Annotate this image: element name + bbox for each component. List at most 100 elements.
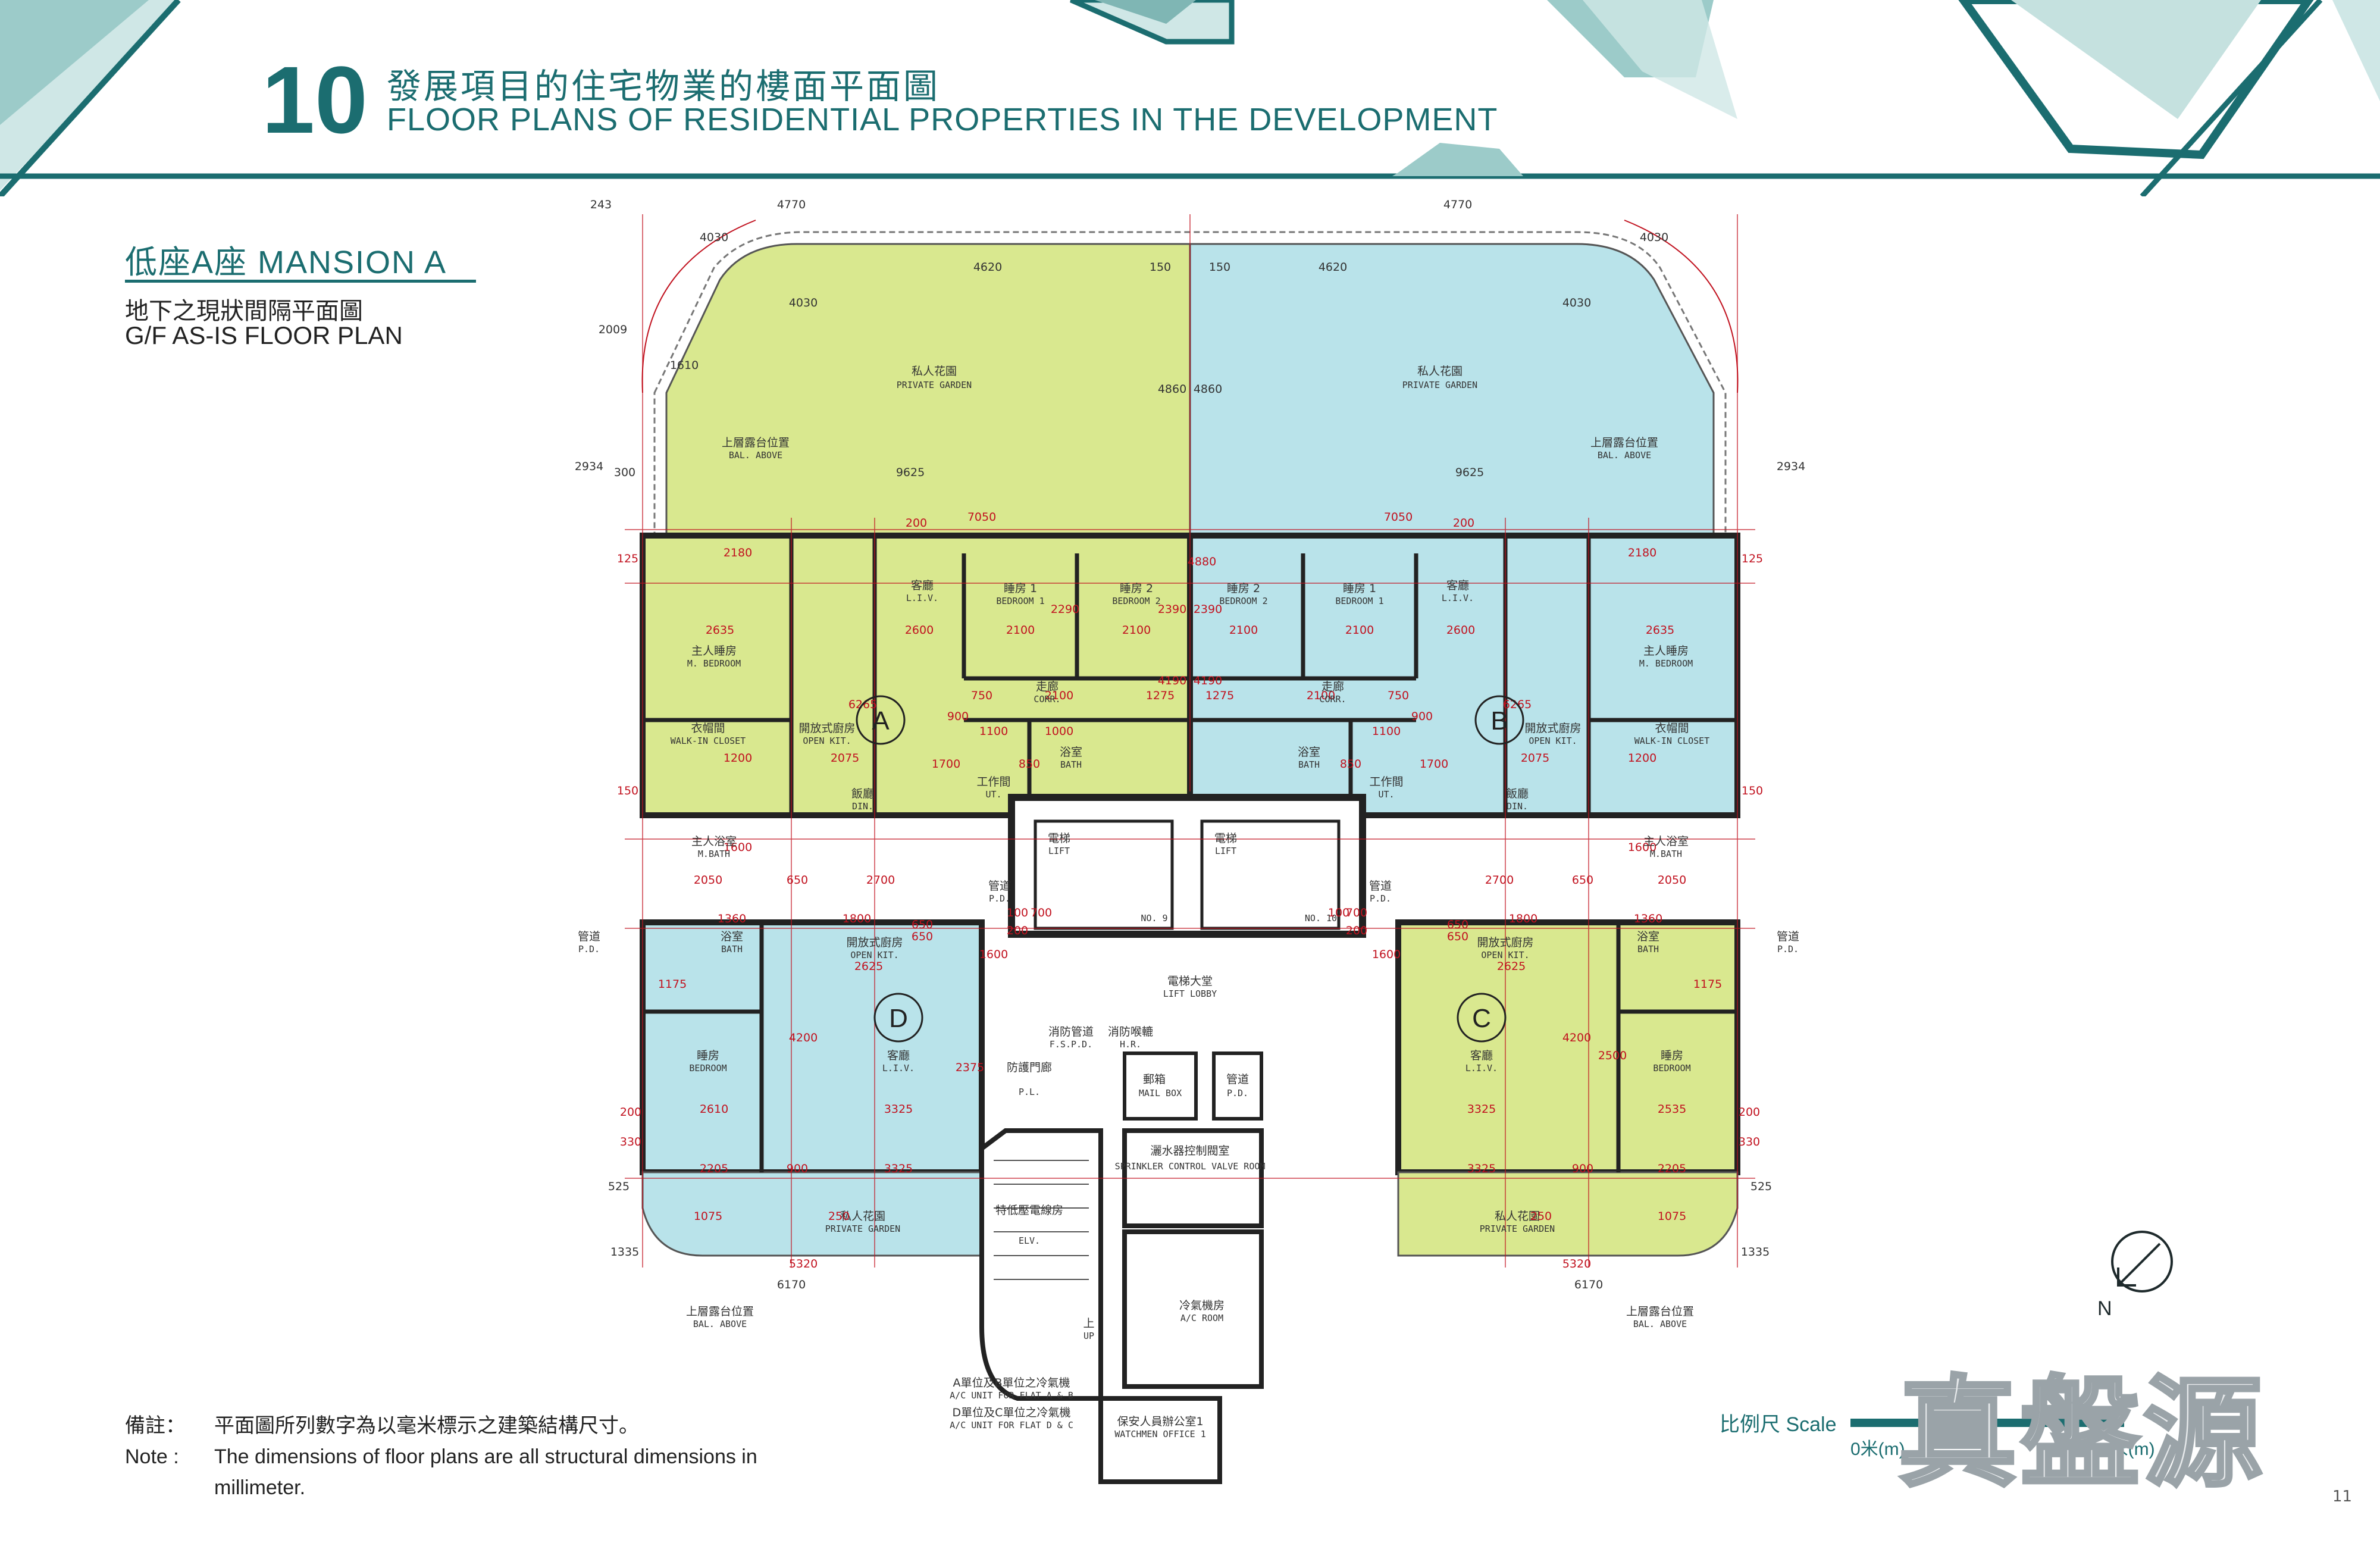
pd-right-zh: 管道 xyxy=(1777,930,1799,943)
b-dim-200: 200 xyxy=(1453,517,1474,530)
a-mbed-zh: 主人睡房 xyxy=(691,644,737,658)
a-mbath-zh: 主人浴室 xyxy=(691,835,737,848)
a-dim-900: 900 xyxy=(947,710,969,723)
c-liv-en: L.I.V. xyxy=(1465,1063,1498,1074)
a-dim-750: 750 xyxy=(971,689,992,702)
c-kit-en: OPEN KIT. xyxy=(1481,950,1529,960)
ac-ab-en: A/C UNIT FOR FLAT A & B xyxy=(950,1390,1073,1401)
c-dim-3325-a: 3325 xyxy=(1467,1103,1496,1116)
unit-d-garden xyxy=(641,1171,983,1257)
dim-top-4770-a: 4770 xyxy=(777,198,806,211)
d-dim-900: 900 xyxy=(787,1162,808,1175)
b-bed1-en: BEDROOM 1 xyxy=(1335,596,1383,606)
pd-right-en: P.D. xyxy=(1777,944,1799,954)
d-bath-en: BATH xyxy=(721,944,743,954)
a-dim-2075: 2075 xyxy=(831,752,859,765)
b-dim-1100: 1100 xyxy=(1372,725,1401,738)
d-dim-650: 650 xyxy=(912,918,933,931)
hr-en: H.R. xyxy=(1120,1039,1141,1050)
a-dim-4190: 4190 xyxy=(1158,674,1186,687)
note-label-zh: 備註： xyxy=(125,1414,186,1437)
ac-dc-en: A/C UNIT FOR FLAT D & C xyxy=(950,1420,1073,1431)
unit-a-garden xyxy=(665,243,1191,537)
d-kit-zh: 開放式廚房 xyxy=(846,935,903,949)
scale-end: 5米(m) xyxy=(2100,1439,2155,1459)
a-ut-zh: 工作間 xyxy=(976,775,1010,788)
d-dim-1800: 1800 xyxy=(843,912,871,925)
acroom-en: A/C ROOM xyxy=(1180,1313,1223,1323)
fspd-en: F.S.P.D. xyxy=(1050,1039,1092,1050)
scale-start: 0米(m) xyxy=(1850,1439,1905,1459)
a-dim-125: 125 xyxy=(617,552,638,565)
c-dim-2205: 2205 xyxy=(1658,1162,1686,1175)
a-dim-1600: 1600 xyxy=(724,841,752,854)
a-dim-1700: 1700 xyxy=(932,758,960,771)
note-text-en: The dimensions of floor plans are all st… xyxy=(214,1445,757,1499)
d-dim-1360: 1360 xyxy=(718,912,746,925)
b-kit-en: OPEN KIT. xyxy=(1529,736,1577,746)
note-text-zh: 平面圖所列數字為以毫米標示之建築結構尺寸。 xyxy=(214,1414,639,1437)
b-dim-4880: 4880 xyxy=(1188,555,1216,568)
notes: 備註： 平面圖所列數字為以毫米標示之建築結構尺寸。 Note : The dim… xyxy=(125,1410,809,1503)
b-walkin-en: WALK-IN CLOSET xyxy=(1634,736,1709,746)
dim-top-4030-b: 4030 xyxy=(1640,231,1668,244)
unit-d-area xyxy=(640,919,985,1175)
north-arrow-icon: N xyxy=(2097,1231,2173,1320)
dim-top-4030-d: 4030 xyxy=(1562,296,1591,309)
b-din-en: DIN. xyxy=(1507,801,1528,812)
elv-zh: 特低壓電線房 xyxy=(995,1204,1063,1217)
b-dim-2100-c: 2100 xyxy=(1307,689,1335,702)
pd-b-zh: 管道 xyxy=(1369,880,1392,893)
b-dim-2100-b: 2100 xyxy=(1229,624,1258,637)
c-dim-330: 330 xyxy=(1739,1135,1760,1148)
up-zh: 上 xyxy=(1083,1317,1094,1330)
pd-core-zh: 管道 xyxy=(1226,1073,1249,1086)
core-dim-650-a: 650 xyxy=(912,930,933,943)
b-ut-zh: 工作間 xyxy=(1369,775,1403,788)
plan-subtitle-zh: 地下之現狀間隔平面圖 xyxy=(125,298,363,325)
core-dim-200-a: 200 xyxy=(1007,924,1028,937)
mailbox xyxy=(1123,1051,1198,1121)
a-dim-2390: 2390 xyxy=(1158,603,1186,616)
pl-zh: 防護門廊 xyxy=(1007,1061,1052,1074)
unit-b-area xyxy=(1187,533,1740,818)
c-dim-2500: 2500 xyxy=(1598,1049,1627,1062)
a-dim-2100-a: 2100 xyxy=(1006,624,1035,637)
pd-a-zh: 管道 xyxy=(988,880,1011,893)
d-bath-zh: 浴室 xyxy=(721,930,743,943)
ac-dc-zh: D單位及C單位之冷氣機 xyxy=(953,1406,1071,1419)
ac-room xyxy=(1122,1229,1264,1389)
dim-side-2934-b: 2934 xyxy=(1777,460,1805,473)
scale-label: 比例尺 Scale xyxy=(1720,1413,1837,1436)
d-dim-3325-b: 3325 xyxy=(884,1162,913,1175)
d-dim-5320: 5320 xyxy=(789,1257,818,1270)
b-dim-2635: 2635 xyxy=(1646,624,1674,637)
a-dim-1000: 1000 xyxy=(1045,725,1073,738)
a-dim-1200: 1200 xyxy=(724,752,752,765)
b-dim-650: 650 xyxy=(1572,874,1593,887)
page-title-en: FLOOR PLANS OF RESIDENTIAL PROPERTIES IN… xyxy=(387,102,1498,137)
watchmen-zh: 保安人員辦公室1 xyxy=(1117,1415,1203,1428)
a-dim-2635: 2635 xyxy=(706,624,734,637)
b-dim-2100-a: 2100 xyxy=(1345,624,1374,637)
d-dim-525: 525 xyxy=(608,1180,630,1193)
dim-side-300: 300 xyxy=(614,466,635,479)
b-bed1-zh: 睡房 1 xyxy=(1343,582,1376,595)
a-dim-7050: 7050 xyxy=(967,511,996,524)
b-dim-7050: 7050 xyxy=(1384,511,1413,524)
a-din-zh: 飯廳 xyxy=(851,787,874,800)
a-walkin-en: WALK-IN CLOSET xyxy=(671,736,746,746)
c-dim-3325-b: 3325 xyxy=(1467,1162,1496,1175)
section-number: 10 xyxy=(262,46,368,153)
b-mbath-zh: 主人浴室 xyxy=(1643,835,1689,848)
dim-top-4620-a: 4620 xyxy=(973,261,1002,274)
c-dim-250: 250 xyxy=(1530,1210,1552,1223)
c-dim-200: 200 xyxy=(1739,1106,1760,1119)
c-bath-zh: 浴室 xyxy=(1637,930,1659,943)
d-dim-6170: 6170 xyxy=(777,1278,806,1291)
d-kit-en: OPEN KIT. xyxy=(850,950,898,960)
north-label: N xyxy=(2097,1297,2112,1320)
c-liv-zh: 客廳 xyxy=(1470,1049,1493,1062)
garden-a-en: PRIVATE GARDEN xyxy=(897,380,972,390)
sprinkler-zh: 灑水器控制閥室 xyxy=(1150,1144,1229,1157)
